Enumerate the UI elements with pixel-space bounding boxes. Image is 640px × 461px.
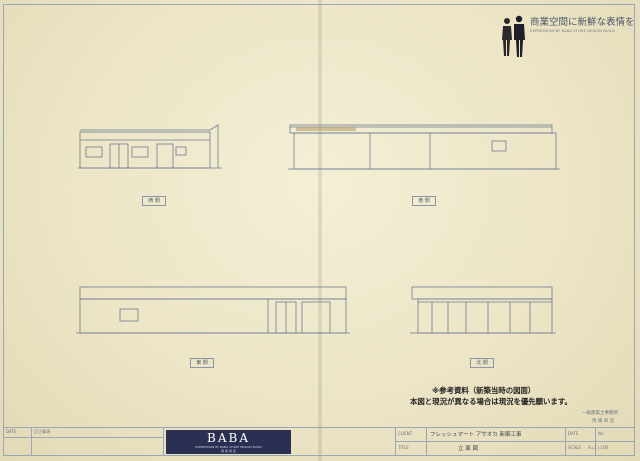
- north-elevation-label: 北 側: [470, 358, 494, 368]
- tb-no-label: No.: [598, 431, 605, 436]
- reference-note: ※参考資料（新築当時の図面） 本図と現況が異なる場合は現況を優先願います。: [410, 385, 572, 407]
- tb-row-divider-right: [395, 441, 635, 442]
- header-tagline: 商業空間に新鮮な表情を: [530, 17, 635, 28]
- west-elevation-label: 西 側: [142, 196, 166, 206]
- tb-client-value: フレッシュマート アサオカ 新築工事: [430, 432, 522, 438]
- note-line-2: 本図と現況が異なる場合は現況を優先願います。: [410, 397, 572, 406]
- tb-date2-label: DATE: [568, 431, 579, 436]
- brand-subline: EXPRESSION BY BABA STORE DESIGN BUILD: [195, 445, 262, 449]
- north-elevation: [410, 286, 556, 334]
- header-subline: EXPRESSION BY BABA STORE DESIGN BUILD: [530, 29, 616, 33]
- south-elevation-label: 南 側: [412, 196, 436, 206]
- title-block: [3, 427, 635, 456]
- tb-date-label: DATE: [6, 429, 17, 434]
- tb-row-divider: [3, 437, 163, 438]
- south-elevation: [288, 124, 560, 170]
- drawing-border: [3, 4, 635, 456]
- people-silhouette-icon: [502, 15, 525, 57]
- baba-logo-block: BABA EXPRESSION BY BABA STORE DESIGN BUI…: [166, 430, 291, 454]
- west-elevation: [78, 124, 222, 169]
- page-fold: [318, 0, 322, 461]
- registration-line-2: 馬 場 商 店: [592, 419, 615, 424]
- registration-line-1: 一級建築士事務所: [582, 411, 618, 416]
- tb-scale-value: A=1 | 100: [588, 445, 609, 450]
- note-line-1: ※参考資料（新築当時の図面）: [432, 386, 536, 395]
- tb-title-label: TITLE: [398, 445, 409, 450]
- tb-scale-label: SCALE: [568, 445, 581, 450]
- east-elevation: [76, 286, 350, 334]
- tb-title-value: 立 面 図: [458, 446, 478, 452]
- brand-subline-2: 馬 場 商 店: [221, 449, 236, 453]
- east-elevation-label: 東 側: [190, 358, 214, 368]
- tb-revision-label: 訂正事項: [34, 429, 50, 434]
- brand-logo: BABA: [207, 431, 250, 445]
- tb-client-label: CLIENT: [398, 431, 413, 436]
